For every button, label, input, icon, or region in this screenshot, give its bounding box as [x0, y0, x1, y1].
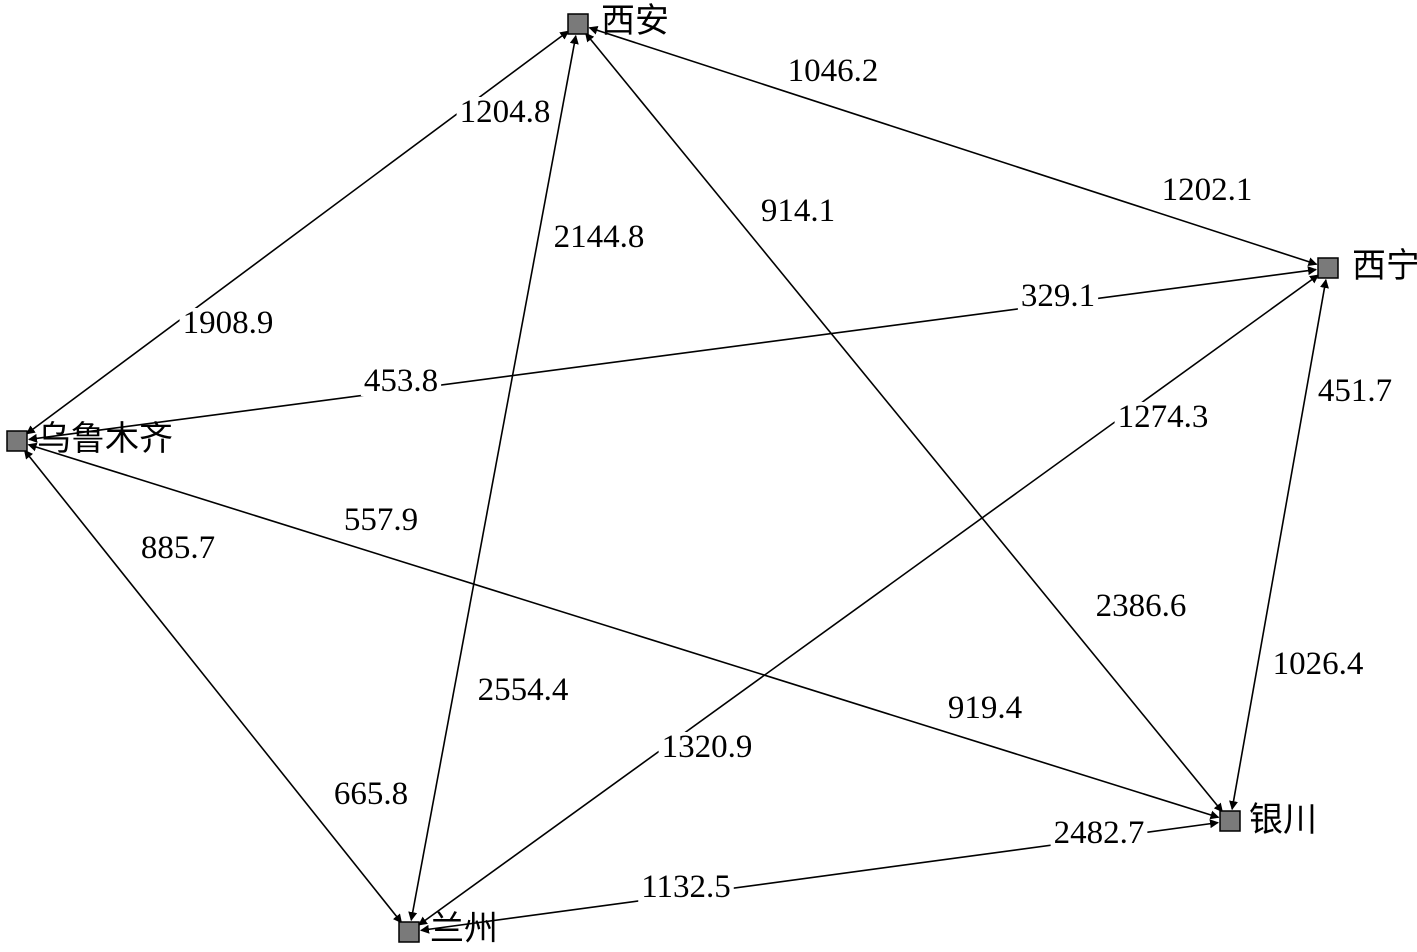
- edge-label-background: [1114, 402, 1212, 432]
- edge-label-group: 914.1: [757, 193, 839, 229]
- node-xining[interactable]: 西宁: [1317, 246, 1417, 286]
- edge-weight-label: 1204.8: [460, 94, 551, 130]
- edge-label-background: [340, 505, 422, 535]
- edge-weight-label: 453.8: [364, 363, 438, 399]
- edge-weight-label: 1046.2: [788, 53, 879, 89]
- edge-weight-label: 2144.8: [554, 219, 645, 255]
- edge-label-background: [1092, 591, 1190, 621]
- edge-label-group: 2482.7: [1050, 815, 1148, 851]
- edge-xining-yinchuan: [1229, 278, 1329, 811]
- edge-weight-label: 1908.9: [183, 305, 274, 341]
- edge-weight-label: 2386.6: [1096, 588, 1187, 624]
- edge-xian-lanzhou: [408, 34, 579, 922]
- edge-weight-label: 1320.9: [662, 729, 753, 765]
- node-lanzhou[interactable]: 兰州: [398, 909, 498, 949]
- edge-label-background: [1017, 281, 1099, 311]
- edge-label-background: [1269, 649, 1367, 679]
- node-urumqi[interactable]: 乌鲁木齐: [6, 419, 173, 459]
- edge-weight-label: 919.4: [948, 690, 1022, 726]
- edge-label-group: 665.8: [330, 776, 412, 812]
- edge-urumqi-yinchuan: [27, 442, 1220, 820]
- edge-label-group: 1274.3: [1114, 399, 1212, 435]
- edge-weight-label: 1274.3: [1118, 399, 1209, 435]
- edge-label-group: 1204.8: [456, 94, 554, 130]
- node-marker: [1219, 810, 1241, 832]
- edge-label-group: 1132.5: [638, 869, 734, 905]
- node-marker: [567, 13, 589, 35]
- edge-weight-label: 557.9: [344, 502, 418, 538]
- node-marker: [398, 921, 420, 943]
- edge-label-background: [137, 533, 219, 563]
- edge-weight-label: 1132.5: [641, 869, 731, 905]
- edge-weight-label: 329.1: [1021, 278, 1095, 314]
- node-label: 乌鲁木齐: [37, 419, 173, 459]
- edges-layer: [23, 25, 1329, 934]
- edge-weight-label: 2482.7: [1054, 815, 1145, 851]
- edge-label-background: [456, 97, 554, 127]
- edge-labels-layer: 1908.9 1204.8 1046.2 1202.1 2144.8 2554.4 914.…: [137, 53, 1396, 905]
- edge-label-group: 919.4: [944, 690, 1026, 726]
- edge-label-background: [1314, 376, 1396, 406]
- edge-label-group: 2554.4: [474, 672, 572, 708]
- edge-label-background: [1158, 175, 1256, 205]
- edge-label-group: 1202.1: [1158, 172, 1256, 208]
- edge-label-background: [944, 693, 1026, 723]
- edge-label-background: [360, 366, 442, 396]
- edge-label-background: [1050, 818, 1148, 848]
- edge-label-group: 2386.6: [1092, 588, 1190, 624]
- edge-label-background: [658, 732, 756, 762]
- edge-weight-label: 665.8: [334, 776, 408, 812]
- edge-label-group: 453.8: [360, 363, 442, 399]
- edge-label-background: [638, 872, 734, 902]
- node-label: 银川: [1249, 800, 1317, 840]
- node-yinchuan[interactable]: 银川: [1219, 800, 1317, 840]
- edge-weight-label: 885.7: [141, 530, 215, 566]
- edge-urumqi-lanzhou: [23, 449, 403, 924]
- edge-weight-label: 2554.4: [478, 672, 569, 708]
- edge-label-background: [330, 779, 412, 809]
- edge-label-background: [474, 675, 572, 705]
- edge-label-group: 1320.9: [658, 729, 756, 765]
- node-label: 西宁: [1352, 246, 1417, 286]
- edge-xian-xining: [588, 25, 1318, 267]
- edge-label-group: 885.7: [137, 530, 219, 566]
- edge-weight-label: 914.1: [761, 193, 835, 229]
- edge-label-group: 1908.9: [179, 305, 277, 341]
- node-marker: [6, 430, 28, 452]
- edge-label-group: 1026.4: [1269, 646, 1367, 682]
- node-label: 兰州: [430, 909, 498, 949]
- edge-urumqi-xian: [25, 30, 570, 435]
- edge-weight-label: 451.7: [1318, 373, 1392, 409]
- node-marker: [1317, 257, 1339, 279]
- edge-weight-label: 1026.4: [1273, 646, 1364, 682]
- edge-label-group: 329.1: [1017, 278, 1099, 314]
- edge-weight-label: 1202.1: [1162, 172, 1253, 208]
- edge-label-background: [784, 56, 882, 86]
- edge-label-group: 557.9: [340, 502, 422, 538]
- edge-label-group: 451.7: [1314, 373, 1396, 409]
- node-xian[interactable]: 西安: [567, 1, 669, 41]
- edge-label-group: 2144.8: [550, 219, 648, 255]
- edge-label-background: [550, 222, 648, 252]
- edge-label-background: [757, 196, 839, 226]
- edge-label-group: 1046.2: [784, 53, 882, 89]
- node-label: 西安: [601, 1, 669, 41]
- edge-label-background: [179, 308, 277, 338]
